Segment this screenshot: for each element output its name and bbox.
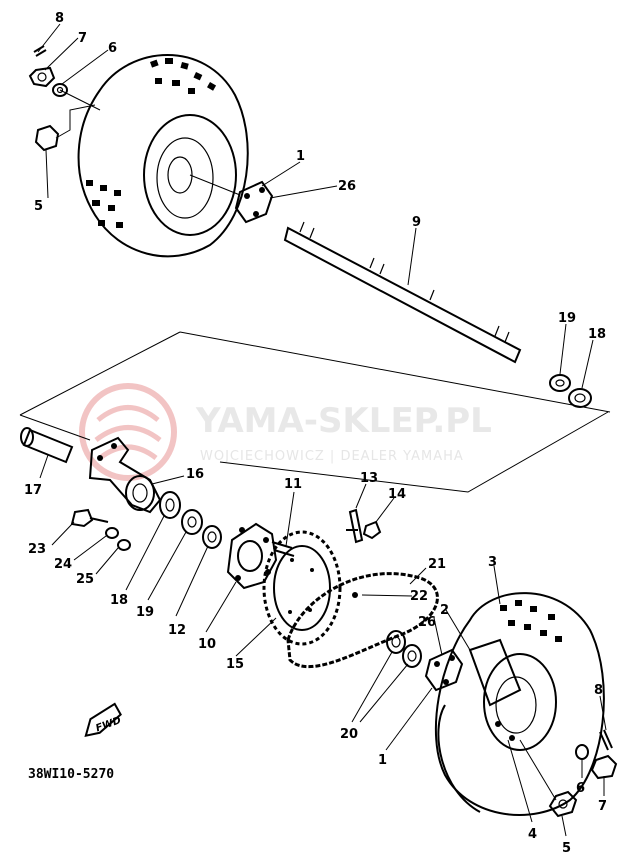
sprocket-bolts [271, 541, 295, 557]
drive-chain [286, 572, 439, 669]
forward-arrow-label: FWD [94, 715, 122, 734]
axle-hardware-top-right [549, 374, 592, 408]
leader-lines [37, 23, 607, 837]
callout-16: 16 [186, 467, 204, 482]
wheel-bearings [386, 630, 422, 668]
callout-21: 21 [428, 557, 446, 572]
right-wheel-bottom [434, 592, 605, 816]
left-wheel-top [77, 54, 249, 258]
callout-1-bottom: 1 [378, 753, 387, 768]
callout-5-top: 5 [34, 199, 43, 214]
callout-7-top: 7 [78, 31, 87, 46]
callout-12: 12 [168, 623, 186, 638]
callout-18-bottom: 18 [110, 593, 128, 608]
callout-10: 10 [198, 637, 216, 652]
callout-4: 4 [528, 827, 537, 842]
housing-bolt-set [70, 508, 131, 551]
callout-1-top: 1 [296, 149, 305, 164]
callout-20: 20 [340, 727, 358, 742]
watermark-subtitle: WOJCIECHOWICZ | DEALER YAMAHA [200, 449, 464, 464]
callout-15: 15 [226, 657, 244, 672]
rear-sprocket [262, 530, 342, 646]
callout-19-top: 19 [558, 311, 576, 326]
callout-7-bottom: 7 [598, 799, 607, 814]
callouts: 1 26 9 8 7 6 5 19 18 16 17 11 13 14 21 2… [24, 11, 607, 856]
axle-hardware-bottom-right [519, 729, 618, 818]
axle-hardware-top-left [28, 45, 101, 152]
diagram-code: 38WI10-5270 [28, 767, 114, 782]
callout-3: 3 [488, 555, 497, 570]
watermark: YAMA-SKLEP.PL WOJCIECHOWICZ | DEALER YAM… [79, 383, 492, 481]
sprocket-hub [226, 522, 278, 590]
spacer-pipe [20, 427, 74, 464]
callout-9: 9 [412, 215, 421, 230]
hub-bottom [424, 648, 464, 692]
callout-23: 23 [28, 542, 46, 557]
callout-2: 2 [440, 603, 449, 618]
callout-25: 25 [76, 572, 94, 587]
callout-24: 24 [54, 557, 72, 572]
rear-axle [283, 221, 522, 364]
callout-26-top: 26 [338, 179, 356, 194]
forward-arrow: FWD [84, 702, 123, 737]
callout-19-bottom: 19 [136, 605, 154, 620]
callout-13: 13 [360, 471, 378, 486]
callout-5-bottom: 5 [562, 841, 571, 856]
hub-top [189, 174, 274, 224]
assembly-outline [19, 331, 611, 493]
callout-18-top: 18 [588, 327, 606, 342]
callout-6-bottom: 6 [576, 781, 585, 796]
callout-17: 17 [24, 483, 42, 498]
callout-8-bottom: 8 [594, 683, 603, 698]
watermark-logo [79, 383, 177, 481]
callout-8-top: 8 [55, 11, 64, 26]
callout-22: 22 [410, 589, 428, 604]
callout-26-bottom: 26 [418, 615, 436, 630]
callout-6-top: 6 [108, 41, 117, 56]
watermark-title: YAMA-SKLEP.PL [195, 401, 492, 441]
callout-11: 11 [284, 477, 302, 492]
bearings-bottom [159, 491, 222, 549]
callout-14: 14 [388, 487, 406, 502]
chain-joint [346, 508, 382, 544]
